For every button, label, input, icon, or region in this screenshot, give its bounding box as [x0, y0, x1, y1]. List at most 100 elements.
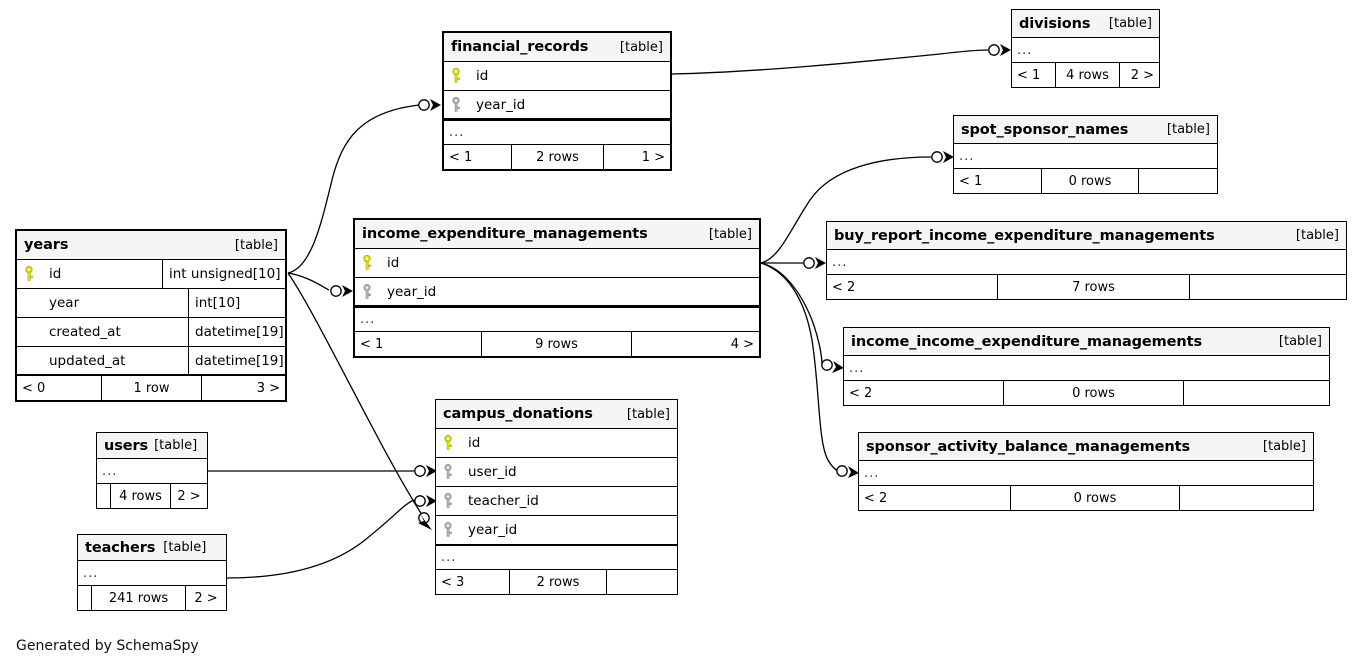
- table-title: income_income_expenditure_managements: [851, 333, 1202, 350]
- crowfoot-arrow: [342, 285, 353, 297]
- primary-key-icon: [444, 435, 452, 450]
- table-divisions[interactable]: divisions [table] ... < 1 4 rows 2 >: [1011, 9, 1160, 88]
- footer-children-count: [607, 570, 677, 594]
- table-header: divisions [table]: [1012, 10, 1159, 38]
- table-footer: < 1 9 rows 4 >: [355, 332, 759, 356]
- table-type-tag: [table]: [626, 406, 670, 422]
- footer-parents-count: < 1: [355, 332, 482, 356]
- column-name: updated_at: [49, 352, 126, 369]
- column-name: year_id: [468, 522, 518, 538]
- table-title: users: [104, 437, 149, 454]
- table-sponsor-activity-balance-managements[interactable]: sponsor_activity_balance_managements [ta…: [858, 432, 1314, 511]
- foreign-key-icon: [363, 283, 371, 299]
- footer-children-count: 2 >: [1130, 67, 1154, 83]
- table-row: year_id: [444, 91, 670, 120]
- table-footer: < 1 0 rows: [954, 169, 1217, 193]
- truncated-columns-indicator: ...: [436, 545, 677, 570]
- edge-endpoint-circle: [418, 99, 430, 111]
- table-spot-sponsor-names[interactable]: spot_sponsor_names [table] ... < 1 0 row…: [953, 115, 1218, 194]
- footer-row-count: 2 rows: [512, 145, 604, 169]
- column-name: teacher_id: [468, 493, 539, 509]
- table-row: created_at datetime[19]: [17, 318, 285, 347]
- table-type-tag: [table]: [1295, 228, 1339, 243]
- table-row: year_id: [436, 516, 677, 545]
- footer-row-count: 0 rows: [1042, 169, 1139, 193]
- footer-children-count: 1 >: [641, 149, 665, 165]
- edge-endpoint-circle: [836, 465, 848, 477]
- table-row: year_id: [355, 278, 759, 307]
- edge-years-income-expenditure: [287, 272, 330, 291]
- table-type-tag: [table]: [234, 237, 278, 253]
- footer-row-count: 0 rows: [1011, 486, 1180, 510]
- table-type-tag: [table]: [1262, 439, 1306, 454]
- table-row: id: [444, 62, 670, 91]
- table-header: teachers [table]: [78, 535, 226, 561]
- table-buy-report-income-expenditure-managements[interactable]: buy_report_income_expenditure_management…: [826, 221, 1347, 300]
- footer-children-count: 2 >: [177, 488, 201, 504]
- column-type: int unsigned[10]: [162, 260, 285, 288]
- table-header: buy_report_income_expenditure_management…: [827, 222, 1346, 250]
- table-teachers[interactable]: teachers [table] ... 241 rows 2 >: [77, 534, 227, 611]
- truncated-columns-indicator: ...: [444, 120, 670, 145]
- table-row: updated_at datetime[19]: [17, 347, 285, 376]
- table-footer: 241 rows 2 >: [78, 586, 226, 610]
- table-income-expenditure-managements[interactable]: income_expenditure_managements [table] i…: [353, 218, 761, 358]
- edge-endpoint-circle: [931, 151, 943, 163]
- primary-key-icon: [363, 255, 371, 270]
- edge-teachers-campus-donations: [226, 499, 415, 579]
- table-title: teachers: [85, 539, 156, 556]
- foreign-key-icon: [444, 522, 452, 537]
- table-header: spot_sponsor_names [table]: [954, 116, 1217, 144]
- table-row: id: [436, 429, 677, 458]
- table-financial-records[interactable]: financial_records [table] id: [442, 31, 672, 171]
- edge-endpoint-circle: [418, 512, 430, 524]
- footer-row-count: 7 rows: [998, 275, 1190, 299]
- footer-row-count: 4 rows: [111, 484, 171, 508]
- table-type-tag: [table]: [619, 39, 663, 55]
- crowfoot-arrow: [815, 257, 826, 269]
- table-header: years [table]: [17, 231, 285, 260]
- column-name: year_id: [476, 96, 526, 113]
- table-header: income_expenditure_managements [table]: [355, 220, 759, 249]
- footer-children-count: 2 >: [194, 590, 218, 606]
- edge-endpoint-circle: [803, 257, 815, 269]
- table-title: years: [24, 237, 69, 253]
- footer-parents-count: < 3: [436, 570, 510, 594]
- table-title: buy_report_income_expenditure_management…: [834, 227, 1215, 244]
- table-title: divisions: [1019, 15, 1091, 32]
- column-name: year: [49, 295, 80, 311]
- footer-parents-count: < 1: [954, 169, 1042, 193]
- edge-iem-income-income: [760, 262, 823, 366]
- table-years[interactable]: years [table] id int unsigned[10] year i…: [15, 229, 287, 402]
- crowfoot-arrow: [1000, 44, 1011, 56]
- edge-endpoint-circle: [821, 359, 833, 371]
- footer-parents-count: < 1: [1012, 63, 1056, 87]
- table-row: id: [355, 249, 759, 278]
- footer-row-count: 9 rows: [482, 332, 632, 356]
- table-row: teacher_id: [436, 487, 677, 516]
- edge-endpoint-circle: [330, 285, 342, 297]
- column-type: datetime[19]: [188, 347, 285, 374]
- column-name: created_at: [49, 324, 121, 340]
- table-type-tag: [table]: [154, 438, 198, 453]
- column-type: datetime[19]: [188, 318, 285, 346]
- table-campus-donations[interactable]: campus_donations [table] id: [435, 399, 678, 595]
- table-title: financial_records: [451, 39, 589, 55]
- foreign-key-icon: [452, 96, 460, 112]
- footer-parents-count: < 2: [844, 381, 1004, 405]
- footer-parents-count: < 0: [17, 376, 102, 400]
- table-footer: < 2 0 rows: [844, 381, 1329, 405]
- table-title: campus_donations: [443, 406, 593, 422]
- table-users[interactable]: users [table] ... 4 rows 2 >: [96, 432, 208, 509]
- table-income-income-expenditure-managements[interactable]: income_income_expenditure_managements [t…: [843, 327, 1330, 406]
- table-type-tag: [table]: [1166, 122, 1210, 137]
- table-footer: < 2 0 rows: [859, 486, 1313, 510]
- footer-children-count: [1190, 275, 1346, 299]
- edge-endpoint-circle: [988, 44, 1000, 56]
- truncated-columns-indicator: ...: [355, 307, 759, 332]
- footer-row-count: 4 rows: [1056, 63, 1120, 87]
- table-footer: < 1 2 rows 1 >: [444, 145, 670, 169]
- table-type-tag: [table]: [1108, 16, 1152, 31]
- table-header: campus_donations [table]: [436, 400, 677, 429]
